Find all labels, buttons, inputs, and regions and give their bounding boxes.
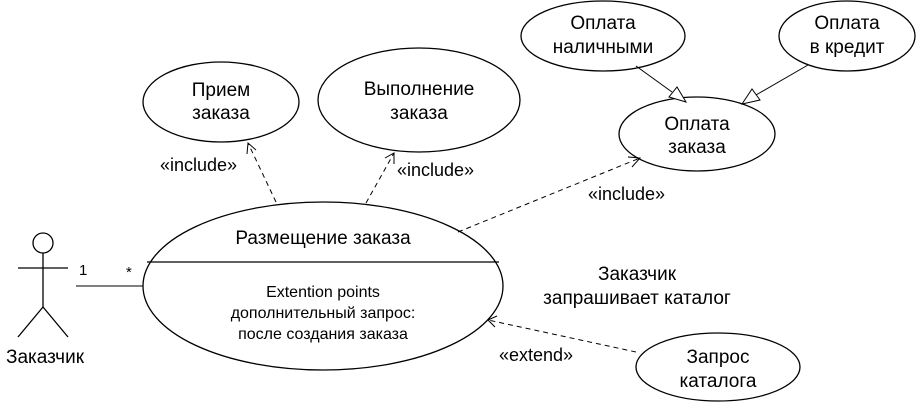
use-case-vypolnenie-ellipse — [317, 47, 521, 153]
extend-label-zapros: «extend» — [499, 345, 573, 365]
multiplicity-actor: 1 — [79, 262, 87, 279]
actor-left-leg — [17, 306, 44, 338]
extension-points-heading: Extention points — [266, 284, 380, 301]
actor-label: Заказчик — [6, 347, 85, 368]
use-case-razmeshchenie-title: Размещение заказа — [235, 228, 411, 249]
extend-condition-line2: запрашивает каталог — [543, 288, 731, 309]
use-case-zapros-ellipse — [635, 332, 801, 402]
use-case-oplata-nal-ellipse — [520, 0, 686, 72]
include-arrow-oplata — [457, 156, 642, 233]
actor-right-leg — [42, 306, 69, 338]
use-case-oplata-line2: заказа — [668, 137, 726, 158]
use-case-oplata-kredit-line2: в кредит — [810, 37, 885, 58]
use-case-oplata-nal-line1: Оплата — [570, 13, 636, 34]
extension-point-condition: после создания заказа — [238, 326, 408, 343]
actor-head — [32, 232, 54, 254]
generalization-oplata-nal — [635, 65, 688, 103]
use-case-oplata-line1: Оплата — [664, 114, 730, 135]
use-case-oplata: Оплата заказа — [618, 96, 776, 172]
use-case-vypolnenie: Выполнение заказа — [317, 47, 521, 153]
include-arrow-vypolnenie — [365, 152, 395, 204]
include-label-oplata: «include» — [588, 184, 665, 204]
extend-condition-line1: Заказчик — [598, 264, 677, 285]
extend-arrow-zapros — [487, 315, 637, 353]
include-label-vypolnenie: «include» — [397, 160, 474, 180]
use-case-priem-line1: Прием — [192, 80, 250, 101]
use-case-vypolnenie-line1: Выполнение — [364, 79, 475, 100]
use-case-oplata-ellipse — [618, 96, 776, 172]
multiplicity-case: * — [126, 264, 132, 281]
use-case-priem-ellipse — [142, 61, 300, 143]
actor-figure — [17, 232, 69, 338]
use-case-zapros-line1: Запрос — [687, 347, 750, 368]
generalization-oplata-kredit — [740, 64, 809, 105]
use-case-zapros-line2: каталога — [680, 371, 757, 392]
include-label-priem: «include» — [160, 155, 237, 175]
use-case-oplata-kredit-ellipse — [778, 0, 916, 72]
extension-point-name: дополнительный запрос: — [231, 305, 416, 322]
use-case-oplata-kredit-line1: Оплата — [814, 13, 880, 34]
use-case-vypolnenie-line2: заказа — [390, 103, 448, 124]
use-case-oplata-kredit: Оплата в кредит — [778, 0, 916, 72]
use-case-oplata-nal: Оплата наличными — [520, 0, 686, 72]
use-case-oplata-nal-line2: наличными — [553, 37, 653, 58]
use-case-priem: Прием заказа — [142, 61, 300, 143]
include-arrow-priem — [246, 141, 277, 203]
use-case-razmeshchenie-ellipse — [142, 201, 504, 371]
use-case-priem-line2: заказа — [192, 103, 250, 124]
use-case-zapros: Запрос каталога — [635, 332, 801, 402]
use-case-razmeshchenie: Размещение заказа Extention points допол… — [142, 201, 504, 371]
